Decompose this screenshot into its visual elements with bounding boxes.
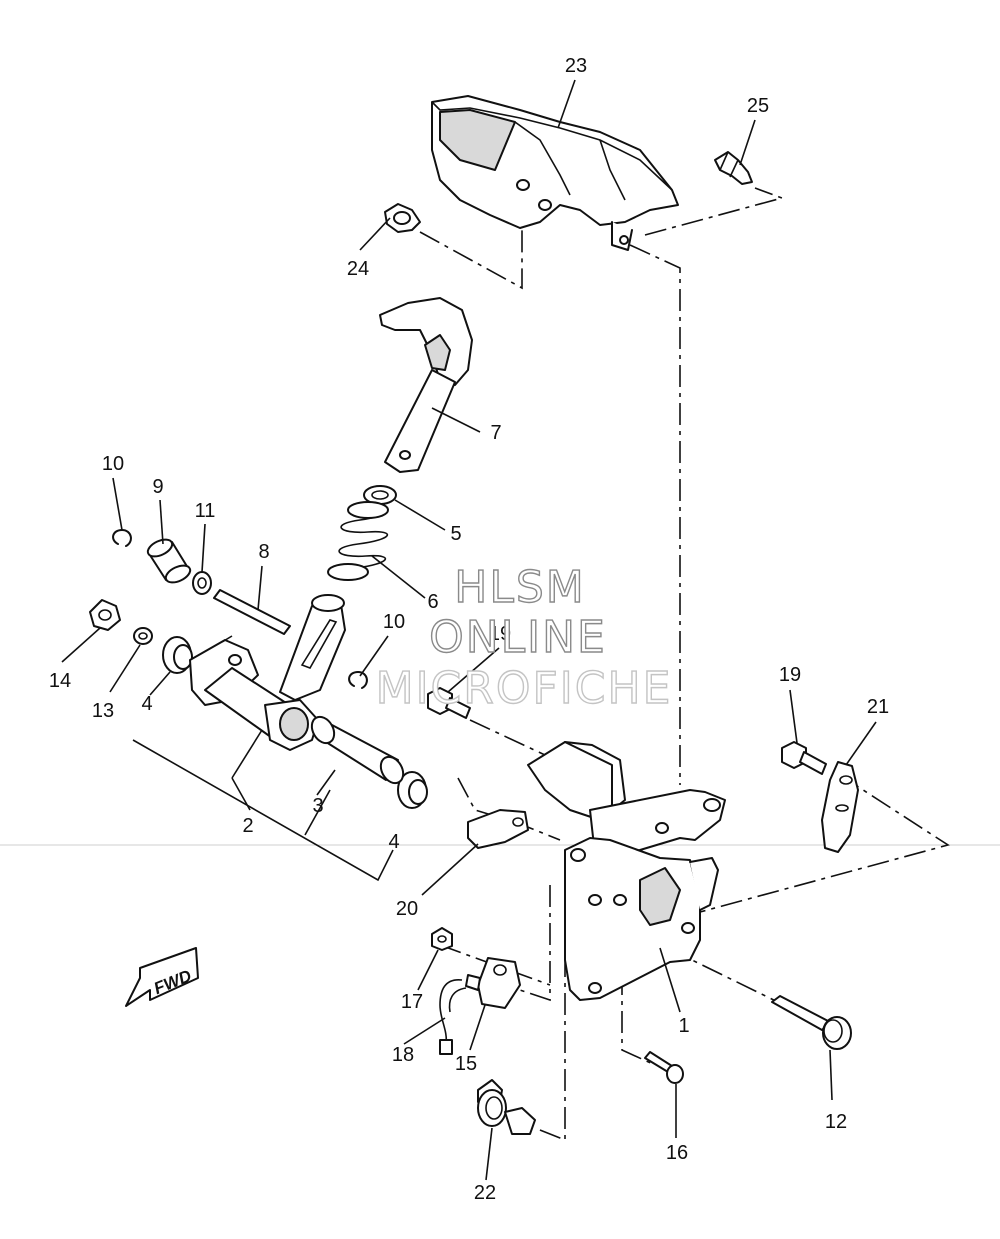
callout-9: 9 [152, 476, 163, 498]
part-7-lever [379, 297, 473, 473]
watermark-line-3: MICROFICHE [376, 663, 673, 714]
callout-7: 7 [490, 422, 501, 444]
part-17-nut [431, 927, 453, 951]
part-23-cover [431, 95, 679, 251]
part-14-nut [89, 599, 121, 631]
callout-23: 23 [565, 55, 587, 77]
callout-19b: 19 [779, 664, 801, 686]
part-21-plate [821, 761, 859, 853]
callout-2: 2 [242, 815, 253, 837]
part-15-switch [465, 957, 521, 1009]
part-8-pin [213, 589, 291, 635]
part-5-washer [363, 485, 397, 505]
callout-16: 16 [666, 1142, 688, 1164]
part-4-bushing-a [162, 636, 193, 674]
part-16-screw [644, 1051, 684, 1084]
part-20-clamp [467, 809, 529, 849]
part-24-nut [384, 203, 421, 233]
leader-lines [61, 79, 877, 1181]
callout-4b: 4 [388, 831, 399, 853]
part-10-circlip-b [348, 671, 368, 689]
assembly-lines [419, 187, 950, 1142]
callout-11: 11 [195, 500, 216, 522]
watermark: HLSM ONLINE MICROFICHE [375, 561, 673, 714]
part-19-bolt-a [427, 687, 471, 719]
callout-21: 21 [867, 696, 889, 718]
part-11-washer [192, 571, 212, 595]
callout-13: 13 [92, 700, 114, 722]
part-1-bracket [527, 741, 726, 1001]
callout-8: 8 [258, 541, 269, 563]
callout-17: 17 [401, 991, 423, 1013]
callout-6: 6 [427, 591, 438, 613]
part-22-holder [477, 1079, 536, 1135]
part-18-wire [439, 979, 467, 1055]
callout-25: 25 [747, 95, 769, 117]
part-25-clip [714, 151, 753, 185]
part-19-bolt-b [781, 741, 827, 775]
callout-5: 5 [450, 523, 461, 545]
callout-24: 24 [347, 258, 369, 280]
watermark-line-2: ONLINE [429, 612, 607, 663]
callout-1: 1 [678, 1015, 689, 1037]
fwd-arrow: FWD [125, 947, 199, 1007]
part-9-collar [146, 538, 192, 584]
part-12-bolt [771, 995, 852, 1050]
callout-numbers: 23 25 24 7 10 9 11 5 8 6 10 19 14 19 13 … [49, 55, 889, 1204]
callout-22: 22 [474, 1182, 496, 1204]
callout-14: 14 [49, 670, 71, 692]
callout-12: 12 [825, 1111, 847, 1133]
callout-4a: 4 [141, 693, 152, 715]
part-4-bushing-b [397, 771, 428, 809]
callout-3: 3 [312, 795, 323, 817]
callout-20: 20 [396, 898, 418, 920]
part-2-shaft-assembly [189, 594, 346, 751]
callout-19a: 19 [489, 623, 511, 645]
part-10-circlip-a [112, 529, 132, 547]
callout-10a: 10 [102, 453, 124, 475]
callout-10b: 10 [383, 611, 405, 633]
part-6-spring [327, 501, 389, 581]
part-3-sleeve [310, 715, 405, 785]
callout-18: 18 [392, 1044, 414, 1066]
part-13-washer [133, 627, 153, 645]
callout-15: 15 [455, 1053, 477, 1075]
watermark-line-1: HLSM [454, 562, 586, 613]
